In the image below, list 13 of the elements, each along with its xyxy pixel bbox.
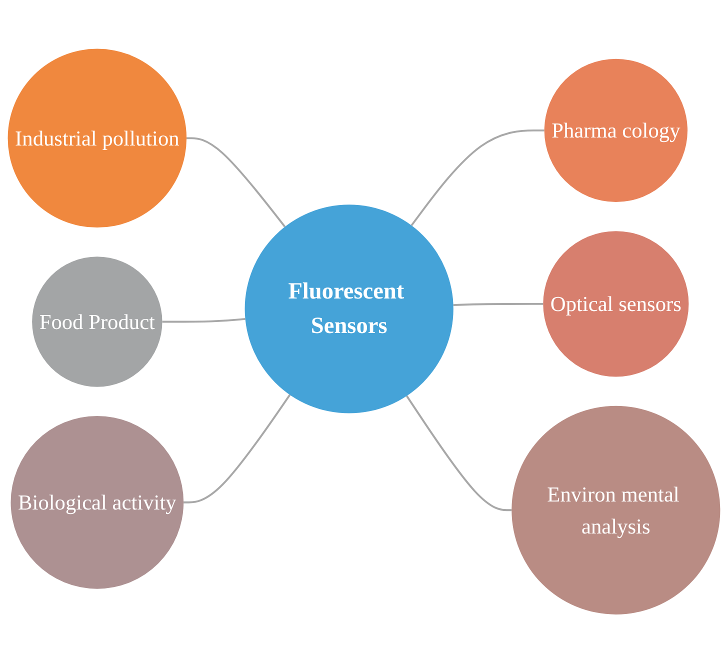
node-circle: Fluorescent Sensors: [244, 205, 454, 414]
node-circle: Food Product: [32, 257, 162, 388]
node-circle: Industrial pollution: [8, 49, 187, 228]
connector: [453, 303, 544, 306]
connector: [184, 394, 291, 504]
connector: [186, 138, 286, 228]
node-circle: Environ mental analysis: [512, 406, 720, 615]
connector: [406, 396, 512, 512]
node-circle: Optical sensors: [543, 232, 689, 378]
connector: [162, 318, 246, 324]
node-circle: Pharma cology: [544, 59, 688, 202]
node-circle: Biological activity: [10, 416, 184, 590]
connector: [410, 130, 544, 226]
